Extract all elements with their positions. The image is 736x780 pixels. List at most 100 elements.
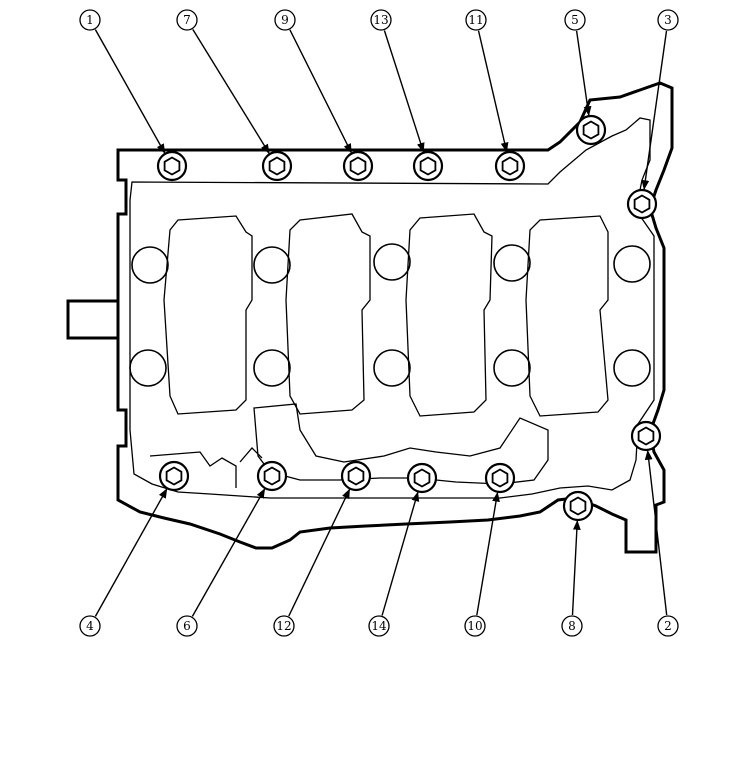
bearing-boss bbox=[613, 349, 651, 387]
leader-arrow-5 bbox=[575, 30, 592, 117]
bolt-head-hex bbox=[163, 156, 181, 176]
bolt-washer bbox=[626, 188, 658, 220]
leader-arrow-4 bbox=[94, 488, 168, 617]
bearing-boss bbox=[613, 245, 651, 283]
leader-arrow-2 bbox=[644, 449, 668, 616]
bearing-boss bbox=[129, 349, 167, 387]
bearing-boss bbox=[493, 349, 531, 387]
label-number: 3 bbox=[664, 13, 672, 27]
bolt-head-hex bbox=[582, 120, 600, 140]
leader-arrow-10 bbox=[476, 491, 500, 616]
bearing-boss bbox=[373, 349, 411, 387]
bolt-washer bbox=[156, 150, 188, 182]
bearing-bosses bbox=[129, 243, 651, 387]
leader-arrow-8 bbox=[571, 520, 581, 616]
label-number: 9 bbox=[281, 13, 289, 27]
bolt-head-hex bbox=[491, 468, 509, 488]
gasket-line bbox=[129, 117, 655, 499]
bolt-3 bbox=[626, 188, 658, 220]
label-circle bbox=[273, 615, 295, 637]
bolt-2 bbox=[630, 420, 662, 452]
label-circle bbox=[274, 9, 296, 31]
bolts-layer bbox=[156, 114, 662, 522]
bore-4 bbox=[525, 215, 609, 417]
bolt-head-hex bbox=[263, 466, 281, 486]
bolt-9 bbox=[342, 150, 374, 182]
bolt-head-hex bbox=[165, 466, 183, 486]
label-circle bbox=[368, 615, 390, 637]
leader-arrow-13 bbox=[383, 30, 425, 153]
lower-lobes bbox=[149, 447, 263, 488]
bolt-label-3: 3 bbox=[657, 9, 679, 31]
labels-layer: 1 7 9 13 11 5 3 4 6 12 14 10 8 2 bbox=[79, 9, 679, 637]
bolt-label-14: 14 bbox=[368, 615, 390, 637]
label-number: 1 bbox=[86, 13, 94, 27]
bolt-label-13: 13 bbox=[370, 9, 392, 31]
leader-arrow-11 bbox=[477, 30, 509, 153]
leader-arrow-12 bbox=[288, 488, 351, 617]
bolt-13 bbox=[412, 150, 444, 182]
leader-arrow-7 bbox=[192, 29, 270, 155]
bolt-label-7: 7 bbox=[176, 9, 198, 31]
housing-outline bbox=[116, 81, 674, 554]
bolt-washer bbox=[342, 150, 374, 182]
bolt-label-10: 10 bbox=[464, 615, 486, 637]
bolt-label-4: 4 bbox=[79, 615, 101, 637]
bearing-boss bbox=[253, 246, 291, 284]
bolt-washer bbox=[412, 150, 444, 182]
bolt-washer bbox=[630, 420, 662, 452]
bolt-head-hex bbox=[419, 156, 437, 176]
label-number: 5 bbox=[571, 13, 579, 27]
bolt-10 bbox=[484, 462, 516, 494]
leader-arrow-6 bbox=[191, 488, 266, 617]
label-circle bbox=[79, 9, 101, 31]
label-circle bbox=[79, 615, 101, 637]
label-number: 8 bbox=[568, 619, 576, 633]
label-number: 10 bbox=[467, 619, 482, 633]
label-number: 6 bbox=[183, 619, 191, 633]
label-circle bbox=[657, 9, 679, 31]
bolt-label-8: 8 bbox=[561, 615, 583, 637]
bore-2 bbox=[285, 213, 371, 415]
bolt-washer bbox=[484, 462, 516, 494]
bolt-washer bbox=[158, 460, 190, 492]
bolt-head-hex bbox=[633, 194, 651, 214]
bolt-6 bbox=[256, 460, 288, 492]
bearing-boss bbox=[493, 244, 531, 282]
bolt-head-hex bbox=[501, 156, 519, 176]
bolt-label-12: 12 bbox=[273, 615, 295, 637]
bolt-head-hex bbox=[569, 496, 587, 516]
bolt-14 bbox=[406, 462, 438, 494]
label-number: 14 bbox=[371, 619, 387, 633]
bolt-washer bbox=[575, 114, 607, 146]
bearing-boss bbox=[373, 243, 411, 281]
lower-web bbox=[253, 403, 549, 485]
bolt-label-5: 5 bbox=[564, 9, 586, 31]
bolt-head-hex bbox=[349, 156, 367, 176]
bolt-head-hex bbox=[268, 156, 286, 176]
label-number: 13 bbox=[373, 13, 388, 27]
bore-3 bbox=[405, 213, 493, 417]
bolt-head-hex bbox=[347, 466, 365, 486]
bolt-4 bbox=[158, 460, 190, 492]
label-number: 2 bbox=[664, 619, 672, 633]
bolt-washer bbox=[256, 460, 288, 492]
label-circle bbox=[657, 615, 679, 637]
bolt-washer bbox=[340, 460, 372, 492]
bolt-5 bbox=[575, 114, 607, 146]
bolt-8 bbox=[562, 490, 594, 522]
label-circle bbox=[464, 615, 486, 637]
label-number: 7 bbox=[183, 13, 191, 27]
label-number: 11 bbox=[468, 13, 483, 27]
label-number: 12 bbox=[276, 619, 291, 633]
bolt-label-2: 2 bbox=[657, 615, 679, 637]
bearing-boss bbox=[131, 246, 169, 284]
bearing-boss bbox=[253, 349, 291, 387]
bolt-head-hex bbox=[637, 426, 655, 446]
bolt-head-hex bbox=[413, 468, 431, 488]
bolt-washer bbox=[406, 462, 438, 494]
bolt-washer bbox=[562, 490, 594, 522]
bolt-label-9: 9 bbox=[274, 9, 296, 31]
